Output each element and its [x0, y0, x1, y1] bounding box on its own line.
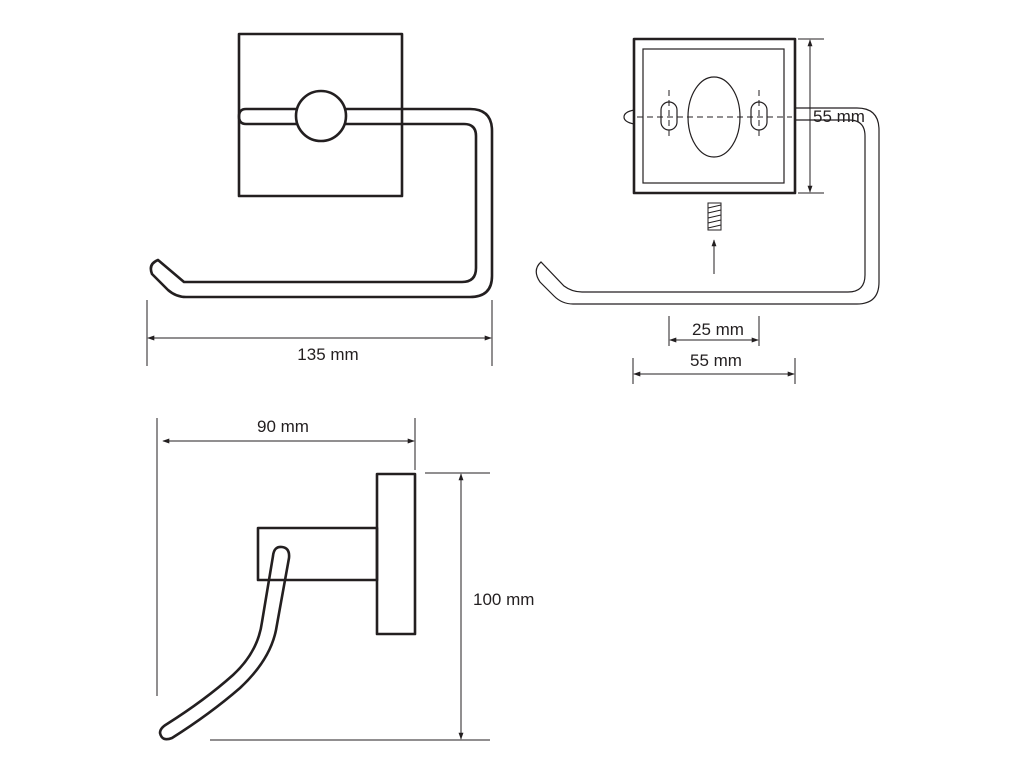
side-holder-arm	[158, 545, 291, 741]
screw-icon	[707, 202, 722, 231]
front-holder-arm	[149, 107, 494, 299]
rear-view: 55 mm 25 mm 55 mm	[535, 37, 880, 384]
side-depth-label: 90 mm	[257, 417, 309, 436]
rear-wall-plate	[632, 37, 797, 195]
front-width-label: 135 mm	[297, 345, 358, 364]
side-wall-plate	[375, 472, 417, 636]
rear-holder-arm	[535, 107, 880, 305]
rear-height-label: 55 mm	[813, 107, 865, 126]
rear-plate-inner	[642, 48, 785, 184]
side-view: 90 mm 100 mm	[156, 417, 534, 741]
front-center-boss	[294, 89, 348, 143]
rear-arm-stub	[623, 109, 635, 125]
front-view: 135 mm	[146, 32, 494, 366]
hole-spacing-label: 25 mm	[692, 320, 744, 339]
side-height-label: 100 mm	[473, 590, 534, 609]
side-arm-base	[256, 526, 379, 582]
rear-width-label: 55 mm	[690, 351, 742, 370]
